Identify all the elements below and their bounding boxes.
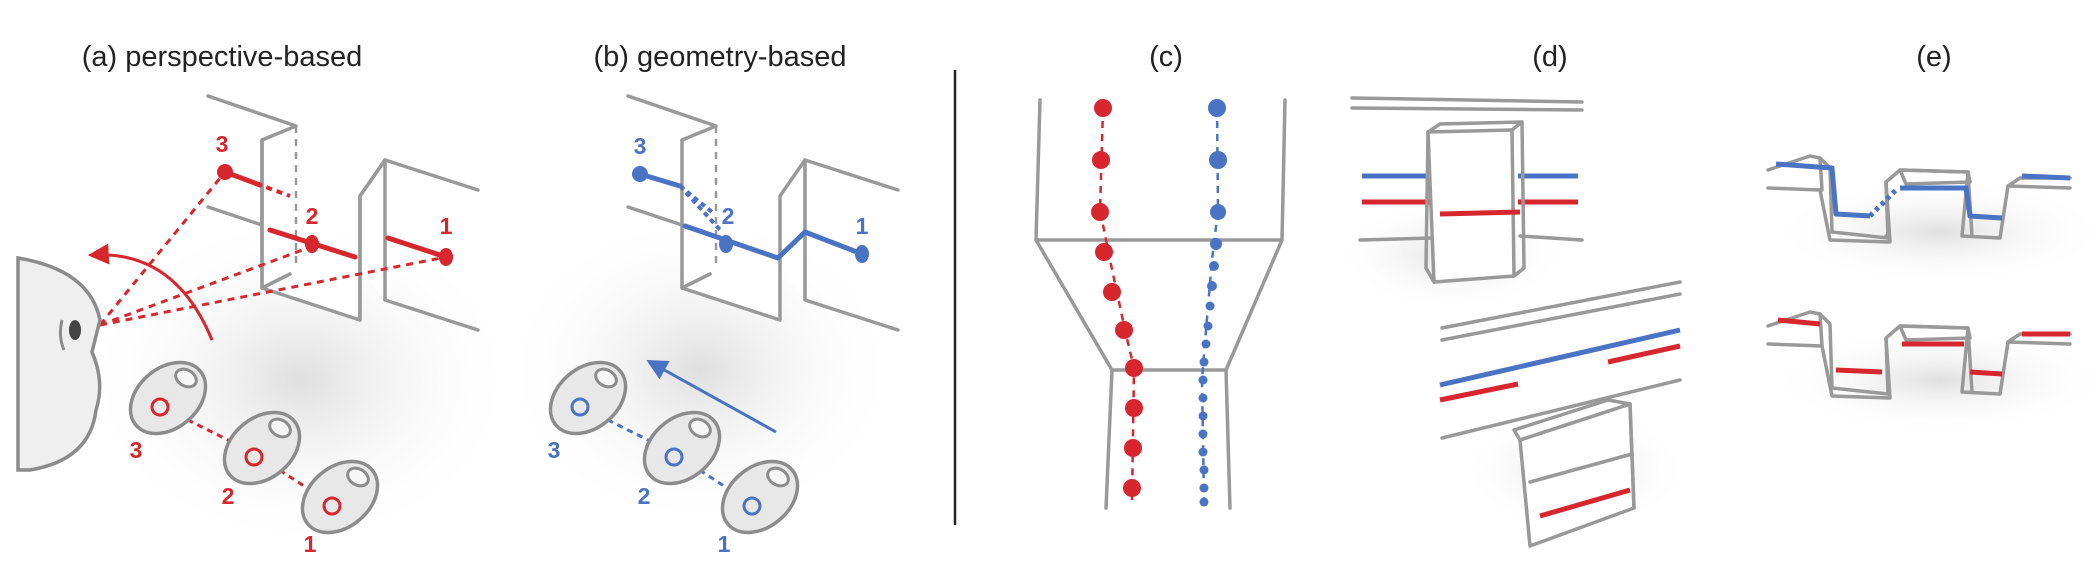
panel-a-walls <box>206 94 480 332</box>
marker-2 <box>719 235 733 253</box>
panel-a-markers: 3 2 1 <box>216 131 453 266</box>
panel-c: (c) <box>1034 41 1287 510</box>
foot-2 <box>642 410 722 486</box>
panel-b: (b) geometry-based 3 2 1 <box>500 41 900 557</box>
marker-2 <box>305 235 319 253</box>
panel-e-caption: (e) <box>1916 41 1951 73</box>
marker-3 <box>217 164 233 180</box>
foot-3-label: 3 <box>130 437 143 463</box>
panel-e-bottom-scene <box>1766 310 2092 432</box>
panel-c-caption: (c) <box>1149 41 1183 73</box>
panel-d-top-scene <box>1337 96 1584 310</box>
marker-1 <box>439 248 453 266</box>
panel-c-blue-path <box>1198 99 1227 507</box>
panel-a-head <box>16 255 102 472</box>
panel-b-feet: 3 2 1 <box>548 360 800 557</box>
foot-1 <box>300 459 380 535</box>
marker-1-label: 1 <box>440 213 453 239</box>
panel-b-markers: 3 2 1 <box>632 133 869 263</box>
eye-icon <box>69 320 81 340</box>
foot-2 <box>222 410 302 486</box>
head-icon <box>16 255 102 472</box>
walk-direction-arrow <box>646 359 777 434</box>
panel-a-feet: 3 2 1 <box>128 360 380 557</box>
panel-c-red-path <box>1091 99 1143 501</box>
panel-c-corridor <box>1034 98 1287 510</box>
foot-1-label: 1 <box>304 531 317 557</box>
marker-3-label: 3 <box>634 133 647 159</box>
head-turn-arrow <box>87 243 214 341</box>
foot-3 <box>128 360 208 436</box>
panel-d-bottom-scene <box>1439 280 1690 548</box>
panel-e-top-scene <box>1766 154 2092 284</box>
foot-3-label: 3 <box>548 437 561 463</box>
marker-3-label: 3 <box>216 131 229 157</box>
panel-a-shadow <box>80 210 520 550</box>
marker-1 <box>855 245 869 263</box>
marker-3 <box>632 166 648 182</box>
panel-e: (e) <box>1766 41 2092 432</box>
panel-b-caption: (b) geometry-based <box>593 41 846 73</box>
panel-a: (a) perspective-based <box>16 41 520 557</box>
foot-2-label: 2 <box>222 483 235 509</box>
marker-2-label: 2 <box>306 203 319 229</box>
marker-2-label: 2 <box>722 203 735 229</box>
panel-d-caption: (d) <box>1532 41 1567 73</box>
panel-d: (d) <box>1337 41 1690 548</box>
foot-2-label: 2 <box>638 483 651 509</box>
foot-3 <box>548 360 628 436</box>
panel-b-walls <box>626 94 900 332</box>
marker-1-label: 1 <box>856 213 869 239</box>
foot-1-label: 1 <box>718 531 731 557</box>
panel-a-caption: (a) perspective-based <box>82 41 362 73</box>
foot-1 <box>720 459 800 535</box>
